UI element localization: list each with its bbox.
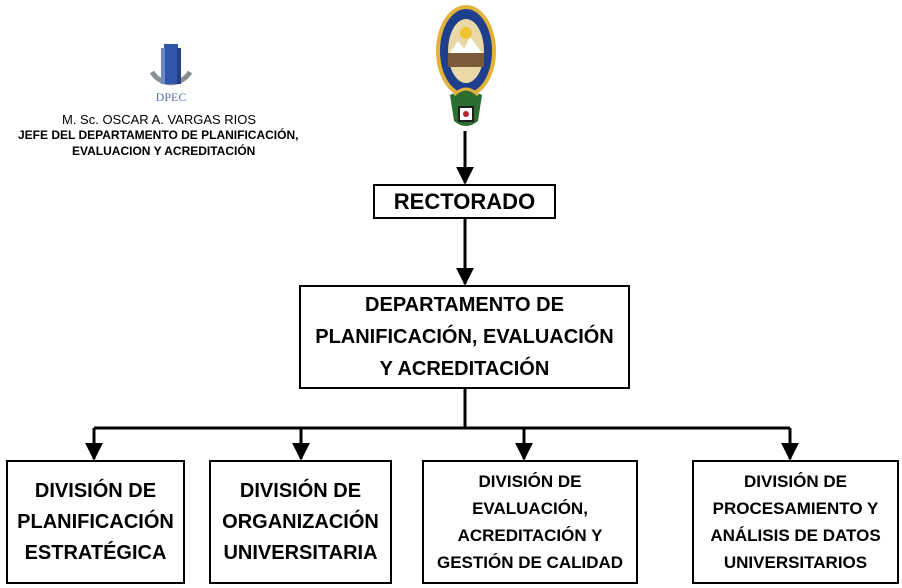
- university-seal-icon: [436, 5, 496, 126]
- rectorado-label: RECTORADO: [393, 188, 536, 214]
- rectorado-box: RECTORADO: [373, 184, 556, 219]
- division-label: DIVISIÓN DE PROCESAMIENTO Y ANÁLISIS DE …: [710, 472, 881, 572]
- person-name: M. Sc. OSCAR A. VARGAS RIOS: [62, 112, 257, 127]
- dpec-logo-caption: DPEC: [155, 90, 187, 104]
- header-block: DPEC M. Sc. OSCAR A. VARGAS RIOS JEFE DE…: [0, 0, 360, 170]
- dpec-logo-icon: [149, 44, 193, 86]
- department-label: DEPARTAMENTO DE PLANIFICACIÓN, EVALUACIÓ…: [315, 294, 614, 380]
- division-box-planificacion: DIVISIÓN DE PLANIFICACIÓN ESTRATÉGICA: [6, 460, 185, 584]
- department-box: DEPARTAMENTO DE PLANIFICACIÓN, EVALUACIÓ…: [299, 285, 630, 389]
- division-label: DIVISIÓN DE PLANIFICACIÓN ESTRATÉGICA: [17, 479, 174, 564]
- division-box-procesamiento: DIVISIÓN DE PROCESAMIENTO Y ANÁLISIS DE …: [692, 460, 899, 584]
- division-label: DIVISIÓN DE EVALUACIÓN, ACREDITACIÓN Y G…: [436, 472, 624, 572]
- division-box-evaluacion: DIVISIÓN DE EVALUACIÓN, ACREDITACIÓN Y G…: [422, 460, 638, 584]
- role-title-line2: EVALUACION Y ACREDITACIÓN: [72, 144, 256, 158]
- role-title-line1: JEFE DEL DEPARTAMENTO DE PLANIFICACIÓN,: [18, 128, 299, 142]
- division-box-organizacion: DIVISIÓN DE ORGANIZACIÓN UNIVERSITARIA: [209, 460, 392, 584]
- division-label: DIVISIÓN DE ORGANIZACIÓN UNIVERSITARIA: [222, 479, 379, 564]
